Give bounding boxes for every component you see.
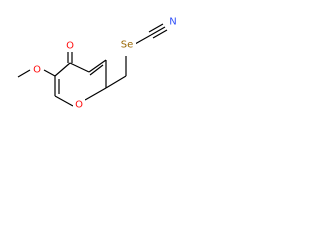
atom-carbonyl-oxygen: O [66,41,74,52]
bond-o1-c2 [84,87,107,101]
bond-c2-c3-inner [89,64,104,76]
bond-c2-ch2 [105,75,127,89]
atom-nitrogen: N [169,17,176,28]
atom-methoxy-oxygen: O [33,65,41,76]
bond-se-cn [134,34,152,45]
atom-ring-oxygen: O [75,100,83,111]
bond-c5-omethoxy [43,69,56,77]
bond-c4-c5 [54,62,71,77]
bond-c3-c4 [69,62,90,73]
structure-diagram: O O O Se N [17,16,179,111]
bond-c6-o1 [54,95,74,107]
bond-triple-b [148,23,164,33]
bond-triple-c [152,29,168,39]
bond-triple-a [150,26,166,36]
atom-selenium: Se [121,40,134,51]
bond-omethoxy-ch3 [17,69,31,78]
bond-c2-c3 [88,59,107,73]
